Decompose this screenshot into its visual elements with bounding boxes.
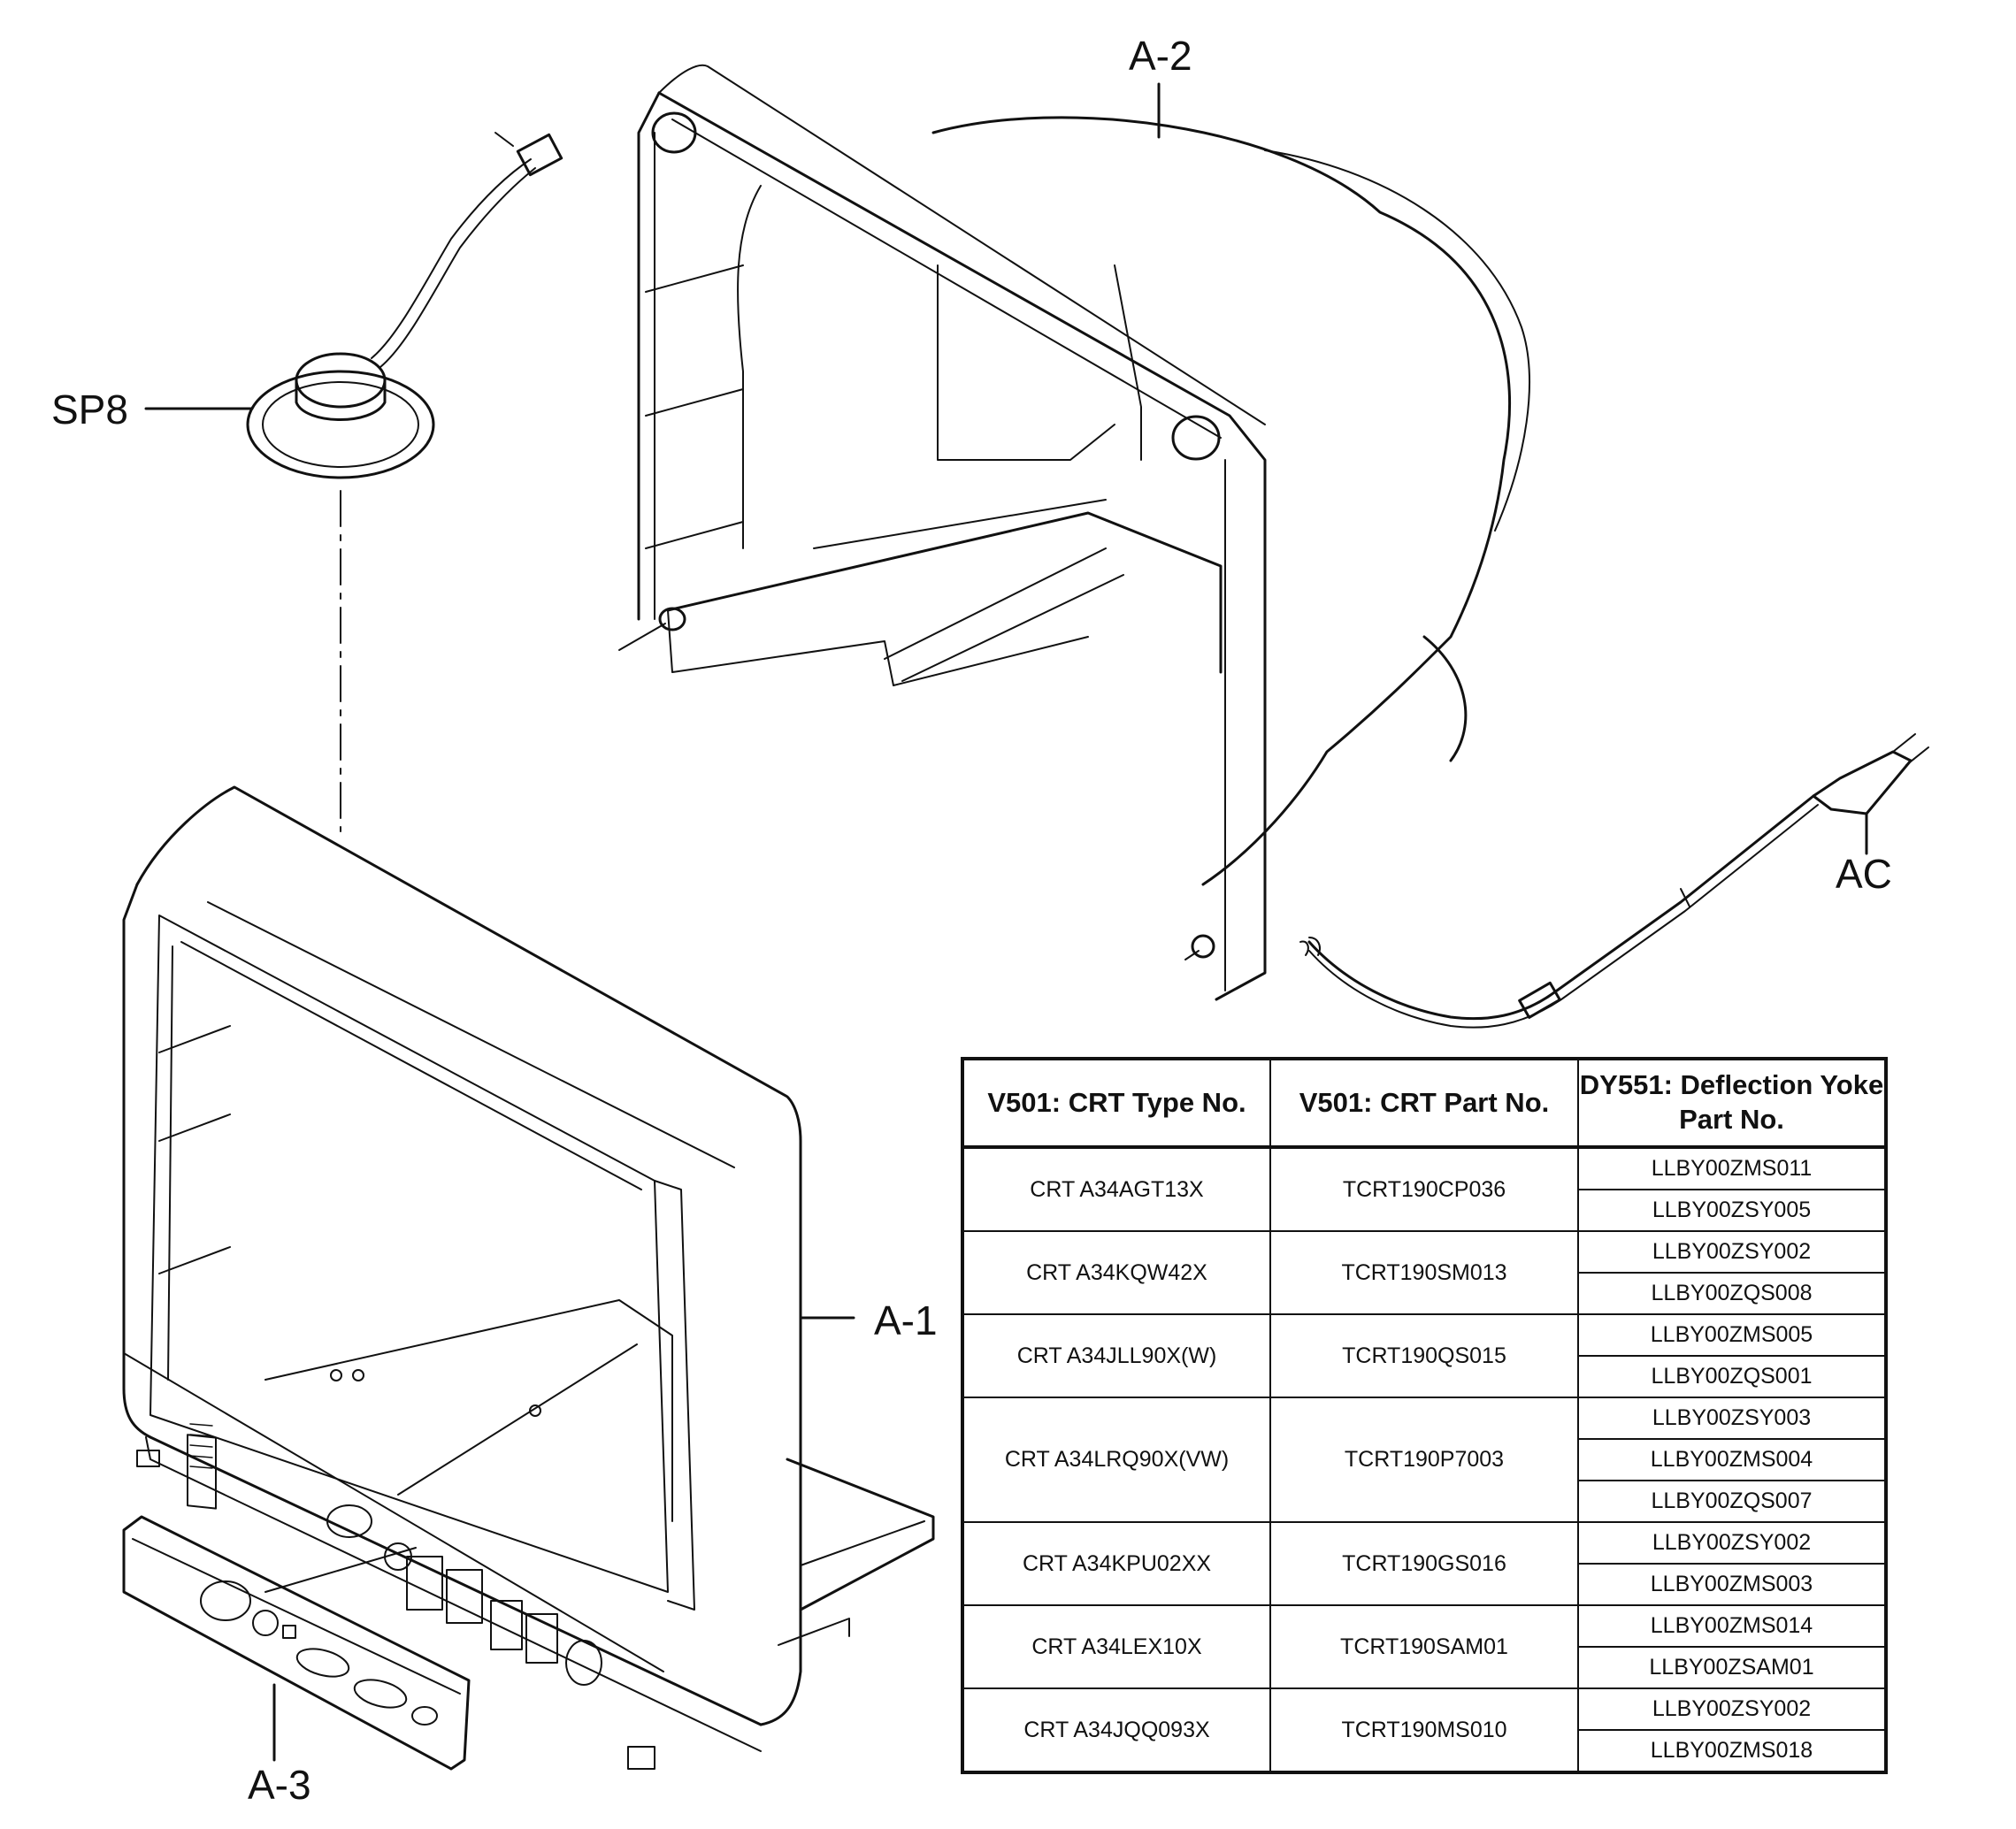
crt-type-cell: CRT A34AGT13X [962,1146,1271,1232]
table-row: LLBY00ZQS001 [962,1355,1887,1398]
table-row: LLBY00ZSY005 [962,1189,1887,1232]
label-ac: AC [1836,851,1892,897]
yoke-part-cell: LLBY00ZSY002 [1577,1521,1887,1565]
crt-part-cell: TCRT190GS016 [1269,1521,1579,1606]
crt-part-cell: TCRT190SAM01 [1269,1604,1579,1689]
label-a1: A-1 [874,1297,938,1343]
crt-type-cell: CRT A34LRQ90X(VW) [962,1397,1271,1523]
crt-type-cell: CRT A34LEX10X [962,1604,1271,1689]
header-crt-part: V501: CRT Part No. [1269,1058,1579,1149]
ac-power-cord [1299,733,1929,1029]
crt-type-cell: CRT A34JQQ093X [962,1687,1271,1773]
table-row: CRT A34LRQ90X(VW) TCRT190P7003 LLBY00ZSY… [962,1397,1887,1523]
crt-part-cell: TCRT190MS010 [1269,1687,1579,1773]
header-yoke-part: DY551: Deflection Yoke Part No. [1577,1058,1887,1149]
crt-part-cell: TCRT190CP036 [1269,1146,1579,1232]
front-cabinet [122,785,935,1770]
crt-type-cell: CRT A34KQW42X [962,1230,1271,1315]
yoke-part-cell: LLBY00ZMS018 [1577,1729,1887,1773]
table-row: CRT A34KQW42X TCRT190SM013 LLBY00ZSY002 [962,1230,1887,1315]
yoke-part-cell: LLBY00ZMS005 [1577,1313,1887,1357]
yoke-part-cell: LLBY00ZSY003 [1577,1397,1887,1440]
rear-cabinet [618,64,1530,1001]
table-row: CRT A34JLL90X(W) TCRT190QS015 LLBY00ZMS0… [962,1313,1887,1398]
table-row: LLBY00ZQS007 [962,1480,1887,1523]
table-row: CRT A34AGT13X TCRT190CP036 LLBY00ZMS011 [962,1146,1887,1232]
yoke-part-cell: LLBY00ZSY002 [1577,1230,1887,1274]
table-row: LLBY00ZMS004 [962,1438,1887,1481]
yoke-part-cell: LLBY00ZSY002 [1577,1687,1887,1731]
table-row: CRT A34KPU02XX TCRT190GS016 LLBY00ZSY002 [962,1521,1887,1606]
yoke-part-cell: LLBY00ZSY005 [1577,1189,1887,1232]
control-panel-a3 [122,1515,471,1771]
label-sp8: SP8 [51,386,128,432]
crt-type-cell: CRT A34JLL90X(W) [962,1313,1271,1398]
yoke-part-cell: LLBY00ZQS008 [1577,1272,1887,1315]
table-row: LLBY00ZSAM01 [962,1646,1887,1689]
yoke-part-cell: LLBY00ZMS014 [1577,1604,1887,1648]
header-crt-type: V501: CRT Type No. [962,1058,1271,1149]
table-row: CRT A34JQQ093X TCRT190MS010 LLBY00ZSY002 [962,1687,1887,1773]
yoke-part-cell: LLBY00ZMS004 [1577,1438,1887,1481]
yoke-part-cell: LLBY00ZMS003 [1577,1563,1887,1606]
label-a3: A-3 [248,1762,311,1808]
crt-part-cell: TCRT190P7003 [1269,1397,1579,1523]
table-header-row: V501: CRT Type No. V501: CRT Part No. DY… [962,1058,1887,1149]
table-row: CRT A34LEX10X TCRT190SAM01 LLBY00ZMS014 [962,1604,1887,1689]
table-row: LLBY00ZMS018 [962,1729,1887,1773]
table-row: LLBY00ZMS003 [962,1563,1887,1606]
crt-part-cell: TCRT190SM013 [1269,1230,1579,1315]
crt-type-cell: CRT A34KPU02XX [962,1521,1271,1606]
label-a2: A-2 [1129,33,1192,79]
table-row: LLBY00ZQS008 [962,1272,1887,1315]
speaker-sp8 [144,132,563,832]
crt-part-cell: TCRT190QS015 [1269,1313,1579,1398]
yoke-part-cell: LLBY00ZSAM01 [1577,1646,1887,1689]
yoke-part-cell: LLBY00ZQS007 [1577,1480,1887,1523]
crt-parts-table: V501: CRT Type No. V501: CRT Part No. DY… [961,1057,1888,1774]
yoke-part-cell: LLBY00ZMS011 [1577,1146,1887,1190]
yoke-part-cell: LLBY00ZQS001 [1577,1355,1887,1398]
